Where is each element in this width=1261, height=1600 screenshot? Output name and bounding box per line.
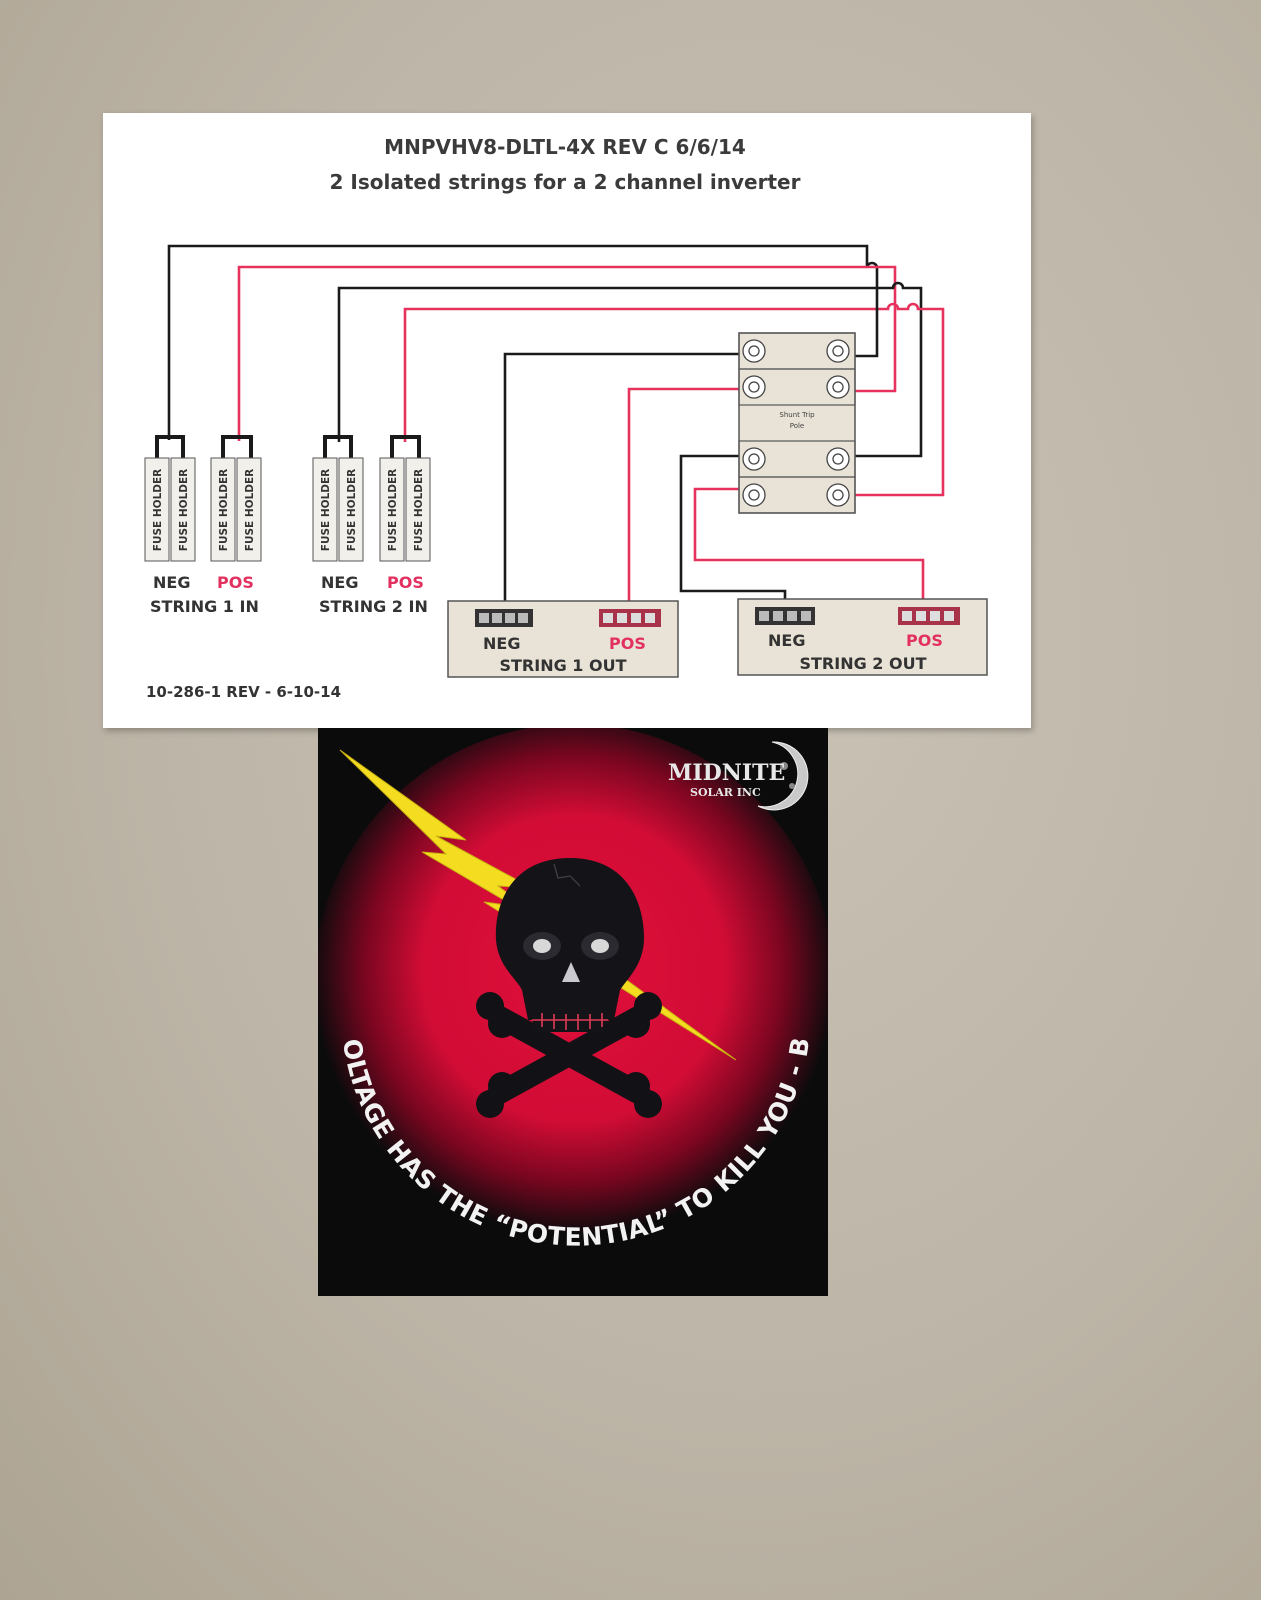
logo-line1: MIDNITE — [668, 760, 785, 786]
part-number: 10-286-1 REV - 6-10-14 — [146, 683, 341, 701]
wire-string2-out-neg — [679, 454, 787, 606]
fuse-holder-label: FUSE HOLDER — [346, 469, 358, 551]
warning-graphic: MIDNITE SOLAR INC HIGH VOLTAGE HAS THE “… — [318, 728, 828, 1256]
wiring-diagram: MNPVHV8-DLTL-4X REV C 6/6/14 2 Isolated … — [144, 135, 988, 701]
fuse-holder-label: FUSE HOLDER — [152, 469, 164, 551]
string1-in-label: STRING 1 IN — [150, 597, 259, 616]
string2-out-neg-label: NEG — [768, 631, 805, 650]
fuse-holder-label: FUSE HOLDER — [413, 469, 425, 551]
string1-out-neg-label: NEG — [483, 634, 520, 653]
wire-string2-out-pos — [693, 487, 925, 606]
string1-out-block: NEG POS STRING 1 OUT — [447, 600, 679, 678]
moon-icon — [757, 741, 809, 811]
wires — [167, 244, 945, 607]
string2-in-pos-label: POS — [387, 573, 424, 592]
wire-string2-neg — [337, 281, 923, 458]
fuse-holders-string2: FUSE HOLDER FUSE HOLDER FUSE HOLDER FUSE… — [312, 435, 431, 616]
fuse-holder-label: FUSE HOLDER — [244, 469, 256, 551]
breaker-label-1: Shunt Trip — [779, 411, 815, 419]
fuse-holder-label: FUSE HOLDER — [387, 469, 399, 551]
string2-in-label: STRING 2 IN — [319, 597, 428, 616]
wire-string1-out-pos — [627, 387, 745, 607]
shunt-trip-breaker: Shunt Trip Pole — [738, 332, 856, 514]
wiring-diagram-card: MNPVHV8-DLTL-4X REV C 6/6/14 2 Isolated … — [103, 113, 1031, 728]
breaker-label-2: Pole — [790, 422, 805, 430]
fuse-holder-label: FUSE HOLDER — [178, 469, 190, 551]
logo-line2: SOLAR INC — [690, 786, 761, 799]
string1-in-neg-label: NEG — [153, 573, 190, 592]
diagram-subtitle: 2 Isolated strings for a 2 channel inver… — [330, 170, 801, 194]
fuse-holders-string1: FUSE HOLDER FUSE HOLDER FUSE HOLDER FUSE… — [144, 435, 262, 616]
fuse-holder-label: FUSE HOLDER — [218, 469, 230, 551]
wire-string2-pos — [403, 302, 945, 497]
string2-in-neg-label: NEG — [321, 573, 358, 592]
fuse-holder-label: FUSE HOLDER — [320, 469, 332, 551]
wire-breaker-neg1-line — [848, 291, 879, 358]
diagram-title: MNPVHV8-DLTL-4X REV C 6/6/14 — [384, 135, 746, 159]
wire-string1-pos — [237, 265, 897, 441]
skull-crossbones-icon — [476, 858, 662, 1118]
string1-in-pos-label: POS — [217, 573, 254, 592]
string2-out-pos-label: POS — [906, 631, 943, 650]
string1-out-label: STRING 1 OUT — [499, 656, 626, 675]
string2-out-block: NEG POS STRING 2 OUT — [737, 598, 988, 676]
high-voltage-warning-sticker: MIDNITE SOLAR INC HIGH VOLTAGE HAS THE “… — [318, 728, 828, 1296]
string2-out-label: STRING 2 OUT — [799, 654, 926, 673]
wire-string1-out-neg — [503, 352, 745, 607]
lightning-bolt-icon — [339, 749, 737, 1061]
string1-out-pos-label: POS — [609, 634, 646, 653]
